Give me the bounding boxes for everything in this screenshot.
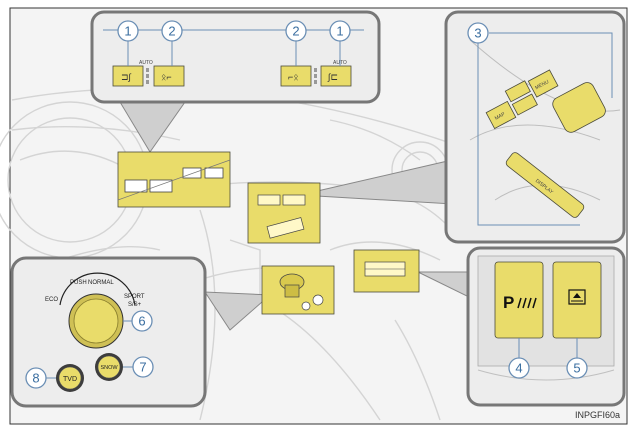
- svg-text:3: 3: [474, 26, 481, 41]
- sunshade-icon: [568, 289, 586, 305]
- callout-1-right: 1: [329, 20, 351, 42]
- seat-switch-location: [117, 151, 231, 208]
- drive-mode-location: [261, 265, 335, 315]
- seat-heater-switch-right[interactable]: [320, 65, 352, 87]
- svg-text:2: 2: [292, 24, 299, 39]
- callout-1-left: 1: [117, 20, 139, 42]
- map-button[interactable]: [485, 100, 517, 130]
- seat-heater-panel: ⊐∫ AUTO ᛟ⌐ ⌐ᛟ ∫⊏ AUTO 1 2 2: [90, 10, 381, 104]
- remote-touch-pad[interactable]: [550, 80, 608, 135]
- dial-panel-pointer: [204, 291, 272, 331]
- svg-text:4: 4: [515, 361, 522, 376]
- callout-3: 3: [467, 22, 489, 44]
- eco-label: ECO: [45, 297, 58, 303]
- callout-8: 8: [25, 367, 47, 389]
- sensor-waves-icon: [517, 297, 537, 309]
- sport-plus-label: S/S+: [128, 302, 142, 308]
- callout-7: 7: [132, 356, 154, 378]
- seat-heater-icon: ∫⊏: [327, 72, 338, 82]
- figure-code: INPGFI60a: [575, 410, 620, 420]
- console-controls-location: [247, 182, 321, 244]
- seat-ventilation-switch-left[interactable]: [153, 65, 185, 87]
- callout-2-right: 2: [285, 20, 307, 42]
- callout-6: 6: [131, 310, 153, 332]
- push-label: PUSH: [70, 280, 87, 286]
- normal-label: NORMAL: [88, 280, 114, 286]
- svg-text:1: 1: [336, 24, 343, 39]
- snow-label: SNOW: [100, 365, 118, 371]
- snow-button[interactable]: [97, 355, 121, 379]
- svg-text:8: 8: [32, 371, 39, 386]
- sport-label: SPORT: [124, 294, 145, 300]
- rear-sunshade-button[interactable]: [552, 261, 602, 339]
- auto-label-left: AUTO: [139, 60, 153, 66]
- seat-heater-icon: ⊐∫: [121, 72, 133, 82]
- menu-button[interactable]: [527, 69, 559, 98]
- svg-text:7: 7: [139, 360, 146, 375]
- display-button[interactable]: [505, 151, 586, 219]
- parking-assist-panel: P 4 5: [466, 246, 626, 407]
- tvd-label: TVD: [63, 376, 77, 383]
- drive-mode-panel: PUSH NORMAL ECO SPORT S/S+ 6 TVD 8 SNOW …: [10, 256, 207, 408]
- center-console-panel: MAP MENU DISPLAY 3: [444, 10, 626, 244]
- svg-text:1: 1: [124, 24, 131, 39]
- callout-4: 4: [508, 357, 530, 379]
- parking-sensor-icon: P: [503, 293, 514, 312]
- seat-fan-icon: ᛟ⌐: [161, 72, 172, 82]
- callout-5: 5: [566, 357, 588, 379]
- svg-text:6: 6: [138, 314, 145, 329]
- parking-switch-location: [353, 249, 420, 293]
- seat-fan-icon: ⌐ᛟ: [288, 72, 299, 82]
- console-small-button-upper[interactable]: [504, 80, 531, 103]
- svg-text:5: 5: [573, 361, 580, 376]
- map-label: MAP: [494, 111, 507, 122]
- console-small-button-lower[interactable]: [511, 93, 538, 116]
- svg-text:2: 2: [168, 24, 175, 39]
- callout-2-left: 2: [161, 20, 183, 42]
- tvd-button[interactable]: [58, 366, 82, 390]
